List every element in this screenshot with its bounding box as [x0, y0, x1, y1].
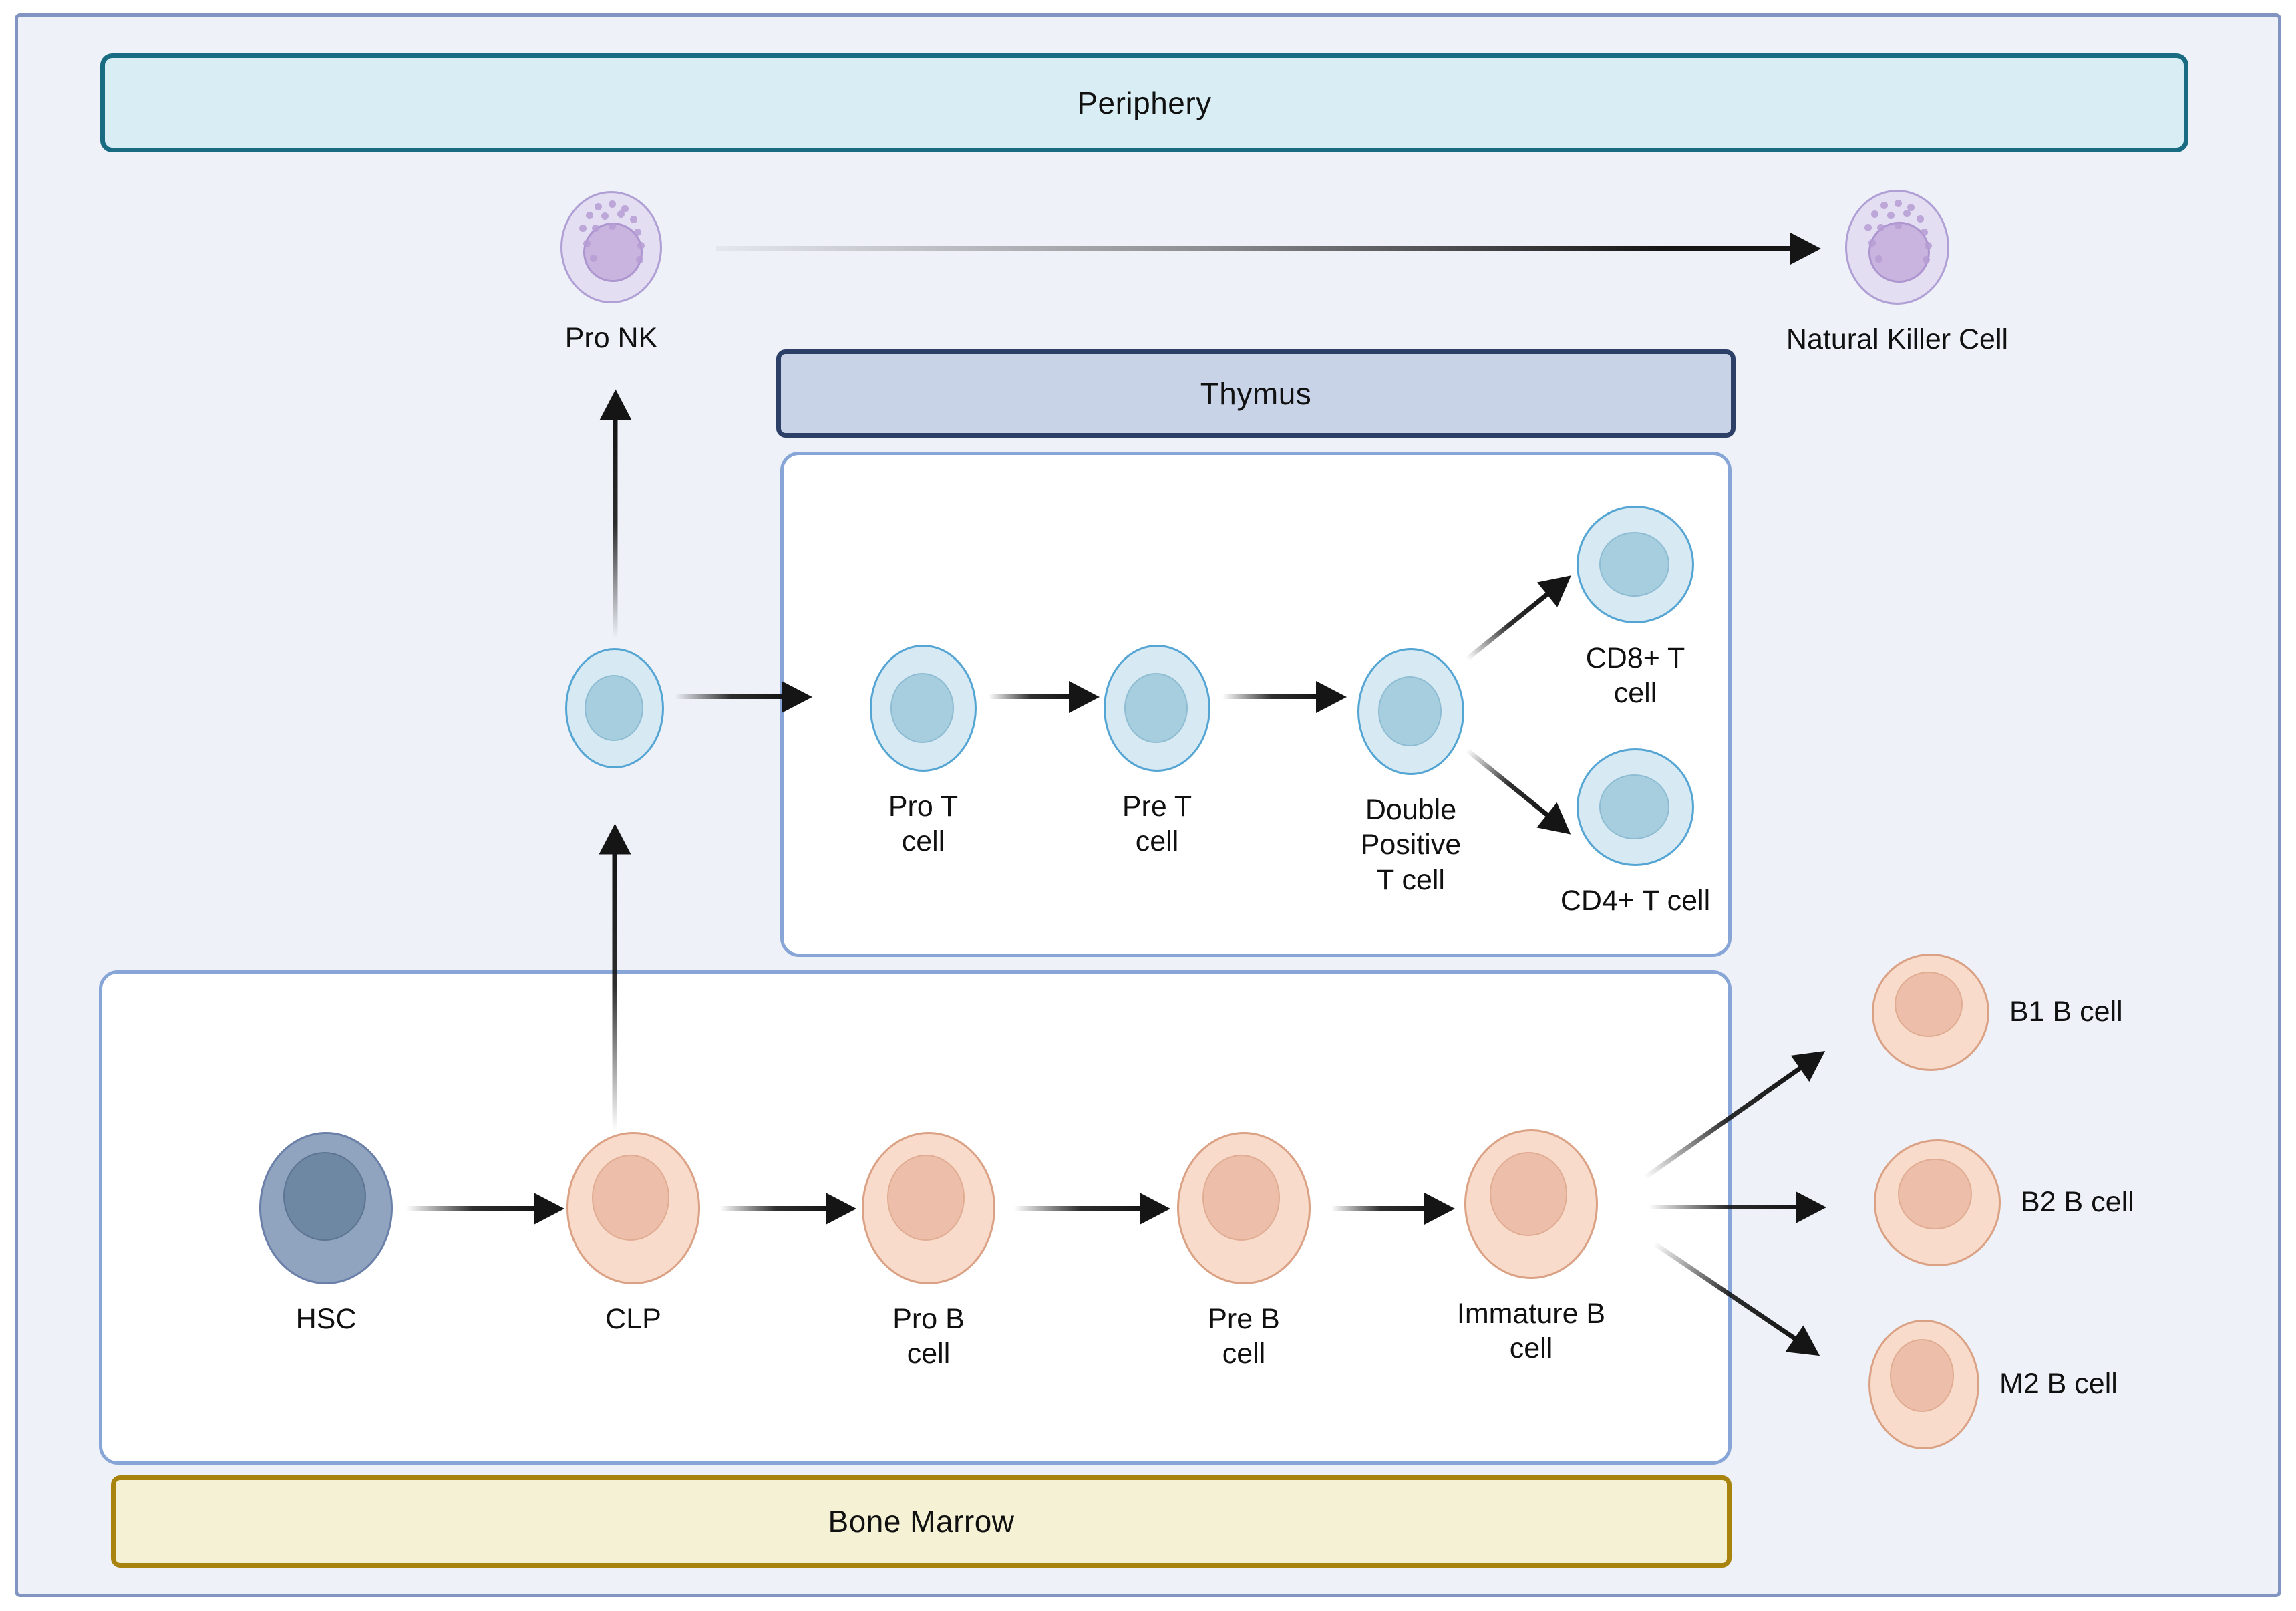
granule-dot	[579, 224, 587, 232]
granule-dot	[1868, 239, 1876, 247]
cell-nucleus	[1898, 1158, 1972, 1230]
granule-dot	[1877, 224, 1884, 232]
cell-nucleus	[1202, 1155, 1281, 1241]
granule-dot	[617, 210, 625, 218]
cell-nucleus	[1377, 676, 1442, 746]
cell-pro-b-cell	[862, 1132, 995, 1284]
cell-cd4-t-cell	[1577, 748, 1694, 866]
arrow-immature-b-to-b2	[1649, 1191, 1826, 1223]
periphery-banner: Periphery	[100, 53, 2188, 152]
granule-dot	[629, 216, 637, 224]
granule-dot	[1894, 221, 1902, 229]
thymus-banner-label: Thymus	[1200, 376, 1312, 411]
cell-double-positive-t-cell	[1357, 648, 1464, 775]
cell-label-clp: CLP	[605, 1303, 661, 1335]
cell-b1-b-cell	[1872, 954, 1989, 1071]
granule-dot	[1916, 214, 1924, 223]
cell-label-hsc: HSC	[295, 1303, 357, 1335]
bone-marrow-banner-label: Bone Marrow	[828, 1504, 1015, 1539]
granule-dot	[1864, 224, 1872, 232]
cell-b2-b-cell	[1874, 1139, 2001, 1266]
granule-dot	[633, 229, 641, 237]
granule-dot	[595, 202, 603, 210]
granule-dot	[591, 224, 599, 232]
cell-immature-b-cell	[1464, 1129, 1598, 1279]
granule-dot	[1880, 201, 1888, 209]
cell-nucleus	[1489, 1151, 1568, 1236]
cell-nucleus	[1894, 971, 1963, 1038]
granule-dot	[1875, 255, 1882, 263]
cell-label-b2-b-cell: B2 B cell	[2021, 1186, 2134, 1218]
cell-nucleus	[890, 672, 955, 743]
granule-dot	[1924, 241, 1932, 249]
granule-dot	[608, 200, 616, 208]
arrow-pre-b-to-immature-b	[1331, 1192, 1455, 1225]
cell-label-b1-b-cell: B1 B cell	[2009, 996, 2123, 1028]
arrow-hsc-to-clp	[406, 1192, 564, 1225]
granule-dot	[589, 255, 597, 263]
granule-dot	[1903, 209, 1911, 217]
arrow-pro-b-to-pre-b	[1014, 1192, 1170, 1225]
cell-hsc	[259, 1132, 393, 1284]
bone-marrow-banner: Bone Marrow	[111, 1475, 1732, 1568]
cell-label-cd4-t-cell: CD4+ T cell	[1560, 885, 1711, 917]
cell-nucleus	[1124, 672, 1188, 743]
granule-dot	[583, 239, 591, 247]
cell-nucleus	[283, 1151, 367, 1241]
granule-dot	[621, 204, 629, 212]
arrow-pro-t-to-pre-t	[989, 680, 1100, 713]
arrow-pre-t-to-double-positive	[1222, 680, 1347, 713]
granule-dot	[1894, 199, 1902, 207]
cell-natural-killer-cell	[1845, 190, 1949, 305]
granule-dot	[1887, 211, 1895, 219]
cell-nucleus	[591, 1155, 670, 1241]
cell-m2-b-cell	[1868, 1320, 1979, 1449]
granule-dot	[635, 255, 643, 263]
cell-pre-t-cell	[1104, 645, 1210, 772]
cell-cd8-t-cell	[1577, 506, 1694, 623]
granule-dot	[1871, 210, 1878, 218]
granule-dot	[601, 212, 609, 221]
cell-label-pro-nk: Pro NK	[564, 322, 658, 354]
periphery-banner-label: Periphery	[1077, 86, 1212, 120]
cell-nucleus	[1599, 531, 1669, 597]
arrow-clp-to-pro-b	[720, 1192, 856, 1225]
granule-dot	[1920, 228, 1928, 236]
cell-pro-nk	[560, 191, 662, 303]
thymus-banner: Thymus	[776, 349, 1736, 438]
cell-nucleus	[584, 674, 643, 741]
cell-pro-t-cell	[870, 645, 977, 772]
cell-nucleus	[1599, 774, 1669, 839]
cell-nucleus	[1889, 1339, 1954, 1413]
arrow-clp-to-progenitor	[612, 853, 617, 1131]
granule-dot	[586, 211, 594, 219]
granule-dot	[637, 241, 645, 249]
granule-dot	[1907, 204, 1915, 212]
granule-dot	[1922, 256, 1930, 264]
cell-pre-b-cell	[1177, 1132, 1311, 1284]
cell-nucleus	[886, 1155, 965, 1241]
cell-t-nk-progenitor	[565, 648, 664, 768]
arrow-progenitor-to-pro-t	[675, 680, 812, 713]
granule-dot	[608, 222, 616, 230]
arrow-progenitor-to-pro-nk	[613, 418, 618, 639]
arrow-pro-nk-to-nk	[716, 232, 1821, 265]
cell-label-m2-b-cell: M2 B cell	[1999, 1368, 2118, 1400]
cell-label-natural-killer-cell: Natural Killer Cell	[1786, 323, 2009, 355]
cell-clp	[566, 1132, 700, 1284]
